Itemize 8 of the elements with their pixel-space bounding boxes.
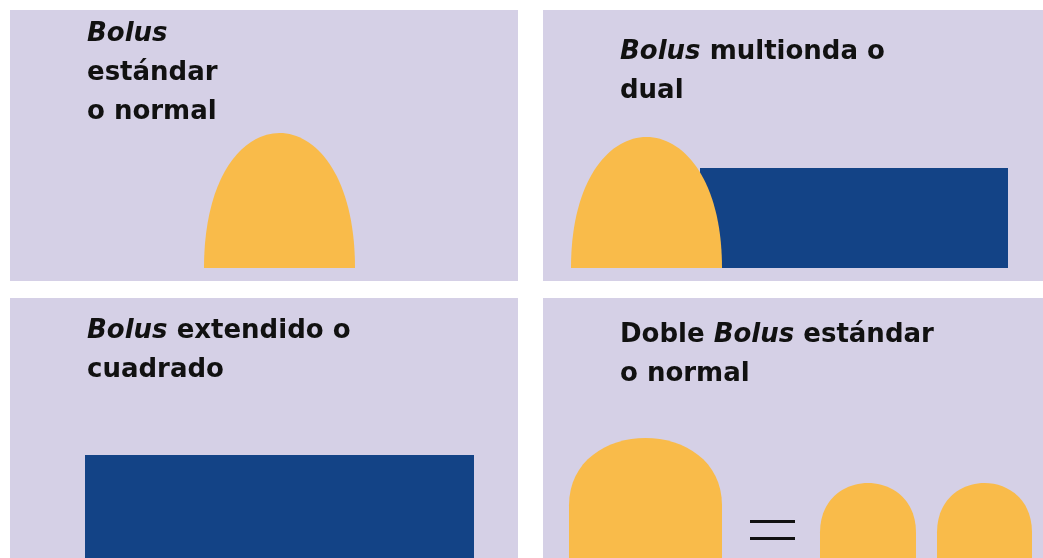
panel-title: Bolus estándar o normal bbox=[87, 16, 219, 127]
panel bbox=[543, 10, 1043, 281]
panel bbox=[10, 10, 518, 281]
panel-title: Bolus extendido o cuadrado bbox=[87, 313, 352, 385]
panel-title: Doble Bolus estándar o normal bbox=[620, 317, 935, 389]
panel bbox=[543, 298, 1043, 558]
panel bbox=[10, 298, 518, 558]
panel-title: Bolus multionda o dual bbox=[620, 34, 886, 106]
